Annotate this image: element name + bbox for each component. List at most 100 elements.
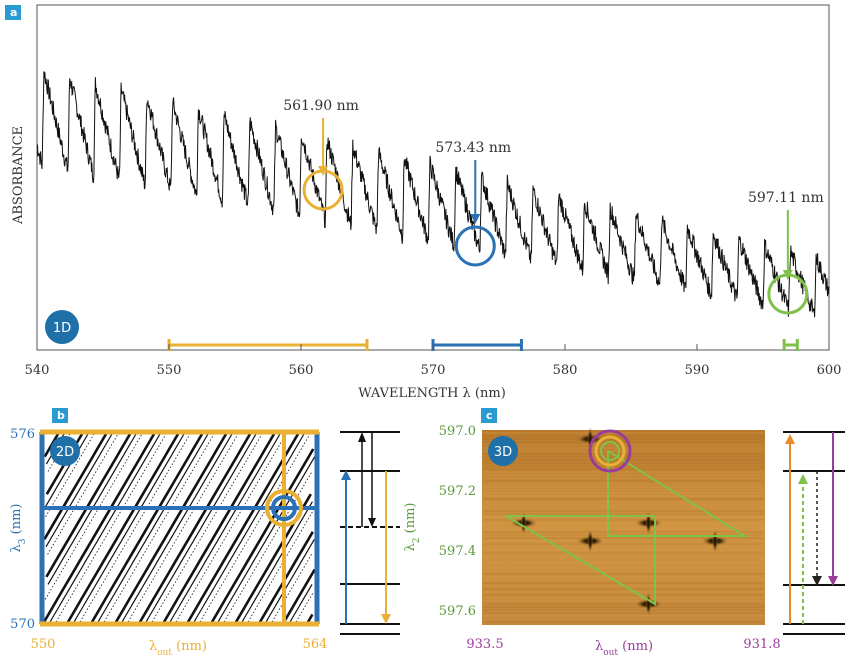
panel-c-letter: c: [486, 409, 493, 422]
spectrum-streak: [45, 433, 132, 578]
spectrum-streak: [97, 433, 209, 623]
spectrum-streak: [55, 433, 167, 623]
spectrum-streak: [162, 433, 276, 623]
spectrum-streak: [217, 456, 316, 623]
panel-c-x-axis-label: λout (nm): [595, 639, 653, 658]
spectrum-streak: [186, 433, 300, 623]
x-tick-label: 540: [25, 363, 50, 378]
annotation-label: 597.11 nm: [748, 190, 824, 206]
spectrum-streak: [210, 448, 315, 623]
spectrum-streak: [258, 531, 314, 623]
panel-b-gold-marker-circle: [265, 489, 303, 527]
panel-c-xtick-right: 931.8: [743, 637, 780, 652]
panel-b-x-axis-label: λout (nm): [149, 639, 207, 658]
panel-b-y-axis-label: λ3 (nm): [9, 504, 28, 553]
panel-b-xtick-right: 564: [303, 637, 328, 652]
spectrum-streak: [49, 433, 161, 623]
spectrum-streak: [145, 433, 257, 623]
panel-b: b 2D 576 570 λ3 (nm) 550 564 λout (nm): [9, 408, 400, 658]
x-tick-label: 550: [157, 363, 182, 378]
spectrum-streak: [114, 433, 228, 623]
absorbance-spectrum-line: [36, 71, 830, 318]
x-tick-label: 600: [817, 363, 842, 378]
dimension-badge-2d-label: 2D: [56, 445, 74, 460]
panel-b-letter: b: [57, 409, 65, 422]
heatmap-peak-glow: [645, 592, 652, 616]
panel-c-green-marker-circle: [600, 441, 620, 461]
dimension-badge-1d-label: 1D: [53, 321, 71, 336]
spectrum-streak: [44, 433, 143, 600]
spectrum-streak: [43, 433, 89, 510]
spectrum-streak: [151, 433, 263, 623]
panel-c-y-tick-label: 597.2: [439, 484, 476, 499]
y-axis-label: ABSORBANCE: [11, 126, 26, 225]
panel-c-y-tick-label: 597.0: [439, 424, 476, 439]
spectrum-streak: [223, 471, 313, 623]
energy-level-diagram-c: [783, 431, 845, 635]
pathway-triangle: [607, 450, 749, 537]
x-tick-label: 580: [553, 363, 578, 378]
panel-c-y-axis-label: λ2 (nm): [403, 503, 422, 552]
heatmap-peak-glow: [587, 529, 594, 553]
spectrum-streak: [169, 433, 281, 623]
dimension-badge-2d: [50, 436, 80, 466]
panel-c-purple-marker-circle: [588, 429, 632, 473]
dimension-badge-1d: [45, 310, 79, 344]
panel-c-gold-marker-circle: [594, 435, 626, 467]
spectrum-streak: [282, 568, 316, 623]
panel-a: a ABSORBANCE 561.90 nm 573.43 nm 597.11 nm…: [5, 4, 842, 401]
panel-b-blue-marker-circle: [271, 495, 297, 521]
spectrum-streak: [103, 433, 215, 623]
spectrum-streak: [247, 508, 315, 623]
panel-a-letter: a: [10, 6, 17, 19]
annotation-circle: [454, 225, 496, 267]
panel-b-ytick-top: 576: [10, 427, 35, 442]
annotation-label: 561.90 nm: [283, 98, 359, 114]
spectrum-streak: [121, 433, 233, 623]
x-tick-label: 590: [685, 363, 710, 378]
spectrum-streak: [79, 433, 191, 623]
spectrum-streak: [45, 433, 113, 548]
dimension-badge-3d: [488, 436, 518, 466]
heatmap-peak-glow: [712, 529, 719, 553]
dimension-badge-3d-label: 3D: [494, 445, 512, 460]
spectrum-streak: [73, 433, 185, 623]
panel-b-ytick-bottom: 570: [10, 617, 35, 632]
annotation-circle: [767, 273, 809, 315]
spectrum-streak: [90, 433, 204, 623]
x-axis-label: WAVELENGTH λ (nm): [358, 386, 506, 401]
x-tick-label: 570: [421, 363, 446, 378]
spectrum-streak: [138, 433, 252, 623]
panel-c-letter-badge: [481, 408, 497, 423]
spectrum-streak: [199, 433, 311, 623]
spectrum-streak: [306, 613, 314, 623]
annotation-circle: [302, 169, 344, 211]
spectrum-streak: [241, 501, 313, 623]
spectrum-streak: [295, 591, 314, 623]
spectrum-streak: [265, 538, 315, 623]
heatmap-peak-glow: [645, 511, 652, 535]
spectrum-streak: [66, 433, 180, 623]
panel-c-y-tick-label: 597.4: [439, 544, 476, 559]
panel-b-letter-badge: [52, 408, 68, 423]
spectrum-streak: [175, 433, 287, 623]
energy-level-diagram-b: [340, 431, 400, 635]
spectrum-streak: [127, 433, 239, 623]
heatmap-peak-glow: [520, 511, 527, 535]
panel-a-letter-badge: [5, 5, 21, 20]
panel-b-xtick-left: 550: [31, 637, 56, 652]
pathway-lines: [505, 450, 749, 606]
annotation-arrowhead: [470, 214, 481, 224]
panel-c-y-tick-label: 597.6: [439, 604, 476, 619]
spectrum-streak: [289, 584, 313, 623]
pathway-parallelogram: [505, 515, 656, 606]
spectrum-streak: [47, 433, 119, 555]
panel-c-xtick-left: 933.5: [466, 637, 503, 652]
spectrum-streak: [43, 433, 108, 540]
spectrum-streak: [42, 433, 156, 623]
annotation-label: 573.43 nm: [435, 140, 511, 156]
spectrum-streak: [271, 554, 312, 623]
x-tick-label: 560: [289, 363, 314, 378]
